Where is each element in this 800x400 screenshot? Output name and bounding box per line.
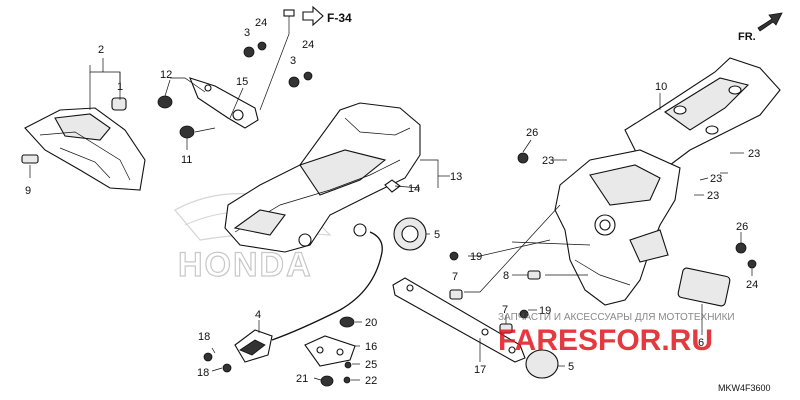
callout-24b: 24 [302,39,314,51]
callout-6: 6 [698,337,704,349]
callout-24c: 24 [746,279,758,291]
bolt-top [259,9,295,111]
callout-19a: 19 [470,251,482,263]
watermark-tagline: ЗАПЧАСТИ И АКСЕССУАРЫ ДЛЯ МОТОТЕХНИКИ [498,312,735,323]
undertray-cover [624,57,781,166]
nut-19b [519,309,529,319]
washer-26b [735,242,747,254]
grommet-12 [157,95,173,109]
callout-7a: 7 [452,271,458,283]
clip-14 [384,179,401,193]
callout-25: 25 [365,359,377,371]
callout-23d: 23 [748,148,760,160]
reference-label: F-34 [327,11,352,25]
callout-3a: 3 [244,27,250,39]
cushion-20 [339,316,355,328]
honda-watermark: HONDA [174,193,332,285]
washer-22 [343,376,351,384]
callout-8: 8 [503,270,509,282]
leader-lines [29,58,753,381]
callout-24a: 24 [255,17,267,29]
bulb-socket [111,97,127,111]
callout-23c: 23 [707,190,719,202]
nut-24c [747,259,757,269]
direction-label: FR. [738,31,756,43]
license-bracket-frame [554,149,681,306]
callout-23a: 23 [542,155,554,167]
callout-19b: 19 [539,305,551,317]
callout-9: 9 [25,185,31,197]
light-bracket [304,335,356,367]
nut-3a [243,46,255,58]
grommet-11 [179,125,195,139]
license-light [234,223,383,363]
bolt-8 [527,270,541,280]
callout-18a: 18 [198,331,210,343]
callout-16: 16 [365,341,377,353]
callout-5b: 5 [568,361,574,373]
callout-12: 12 [160,69,172,81]
callout-14: 14 [408,183,420,195]
callout-21: 21 [296,373,308,385]
grommet-5b [525,349,559,379]
washer-26a [517,152,529,164]
callout-26a: 26 [526,127,538,139]
callout-26b: 26 [736,221,748,233]
callout-4: 4 [255,309,261,321]
diagram-code: MKW4F3600 [718,383,771,393]
callout-5a: 5 [434,229,440,241]
screw-18a [203,352,213,362]
callout-13: 13 [450,171,462,183]
callout-1: 1 [117,81,123,93]
callout-18b: 18 [197,367,209,379]
screw-18b [222,363,232,373]
callout-23b: 23 [710,173,722,185]
plate-stay [392,277,526,363]
callout-17: 17 [474,364,486,376]
nut-25 [344,361,352,369]
reflector-small [21,154,39,164]
reference-arrow: F-34 [302,5,352,27]
callouts: 2 1 9 12 15 11 24 3 24 3 13 14 5 4 18 18… [25,17,760,387]
callout-3b: 3 [290,55,296,67]
callout-15: 15 [236,76,248,88]
nut-24a [257,41,267,51]
callout-7b: 7 [502,304,508,316]
reflector-6 [677,267,731,307]
rear-fender [224,102,421,253]
honda-wordmark: HONDA [178,246,313,284]
callout-2: 2 [98,44,104,56]
callout-20: 20 [365,317,377,329]
nut-19a [449,251,459,261]
watermark-site: FARESFOR.RU [498,324,713,357]
callout-22: 22 [365,375,377,387]
mounting-bracket [189,77,259,129]
front-direction-arrow: FR. [738,12,783,43]
nut-3b [288,76,300,88]
tail-light-housing [24,107,146,191]
nut-24b [303,71,313,81]
cushion-21 [320,375,334,387]
callout-10: 10 [655,81,667,93]
collar-7a [449,289,463,300]
callout-11: 11 [181,154,192,166]
